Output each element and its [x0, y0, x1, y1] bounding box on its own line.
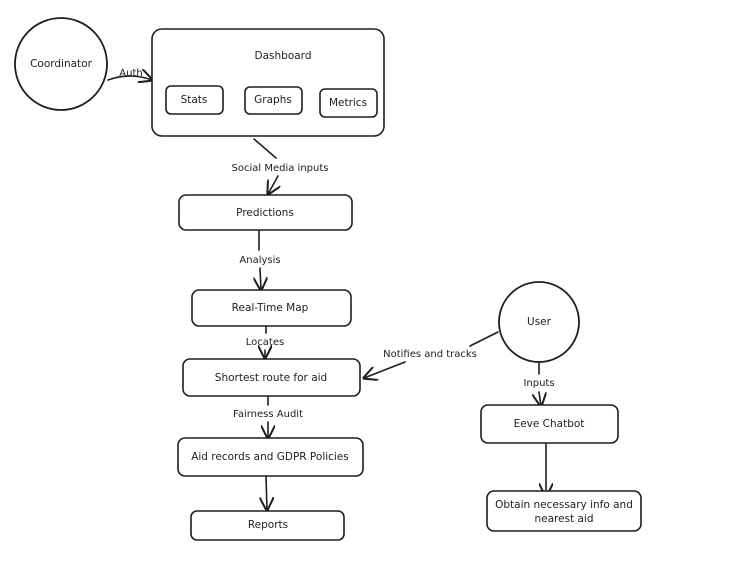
- edge-predictions-map-arrow: [260, 267, 261, 290]
- node-chatbot-label: Eeve Chatbot: [514, 418, 585, 430]
- node-aid-records: [177, 437, 364, 477]
- node-predictions: [178, 194, 353, 231]
- node-dashboard: [151, 28, 385, 137]
- node-chatbot: [480, 404, 619, 444]
- node-stats-label: Stats: [181, 94, 208, 106]
- node-dashboard-label: Dashboard: [255, 50, 312, 62]
- node-shortest-route-label: Shortest route for aid: [215, 372, 327, 384]
- node-metrics-label: Metrics: [329, 97, 367, 109]
- edge-user-route-arrow: [364, 361, 406, 378]
- node-realtime-map-label: Real-Time Map: [232, 302, 309, 314]
- edge-label-notifies: Notifies and tracks: [383, 349, 477, 360]
- edge-label-auth: Auth: [119, 68, 142, 79]
- node-aid-records-label: Aid records and GDPR Policies: [191, 451, 349, 463]
- edge-label-locates: Locates: [246, 337, 284, 348]
- node-graphs: [244, 86, 303, 115]
- node-shortest-route: [182, 358, 361, 397]
- node-obtain-aid-line1: Obtain necessary info and: [495, 499, 633, 511]
- node-user-label: User: [527, 316, 552, 328]
- node-reports: [190, 510, 345, 541]
- node-predictions-label: Predictions: [236, 207, 294, 219]
- node-user: [498, 281, 580, 363]
- edge-dashboard-predictions-arrow: [268, 175, 278, 194]
- edge-label-inputs: Inputs: [523, 378, 554, 389]
- edge-coordinator-dashboard: [107, 76, 152, 80]
- edge-user-route: [469, 331, 499, 347]
- node-obtain-aid: [486, 490, 642, 532]
- edge-label-analysis: Analysis: [239, 255, 280, 266]
- node-stats: [165, 85, 224, 115]
- edge-user-chatbot-arrow: [539, 391, 541, 406]
- edge-label-social-media: Social Media inputs: [232, 163, 329, 174]
- edge-records-reports: [266, 475, 267, 510]
- node-obtain-aid-line2: nearest aid: [534, 513, 593, 525]
- node-metrics: [319, 88, 378, 118]
- node-reports-label: Reports: [248, 519, 288, 531]
- node-coordinator-label: Coordinator: [30, 58, 93, 70]
- node-graphs-label: Graphs: [254, 94, 292, 106]
- edge-dashboard-predictions: [253, 138, 277, 159]
- node-coordinator: [14, 17, 108, 111]
- node-realtime-map: [191, 289, 352, 327]
- edge-label-fairness: Fairness Audit: [233, 409, 303, 420]
